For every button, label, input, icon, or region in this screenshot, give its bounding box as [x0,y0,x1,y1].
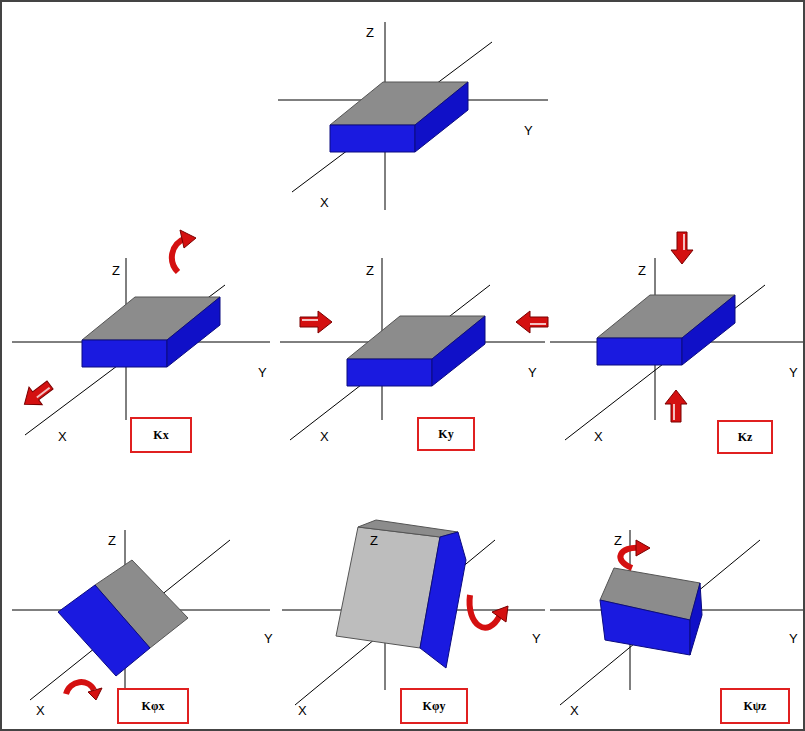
axes [12,22,803,705]
axis-label: X [594,430,603,443]
axis-label: Z [366,26,374,39]
stiffness-symbol: Kz [738,431,753,443]
axis-label: X [58,430,67,443]
axis-label: X [320,430,329,443]
stiffness-label-box: Ky [417,417,475,451]
axis-label: Y [789,632,798,645]
axis-label: Y [264,632,273,645]
block [330,82,468,152]
axis-label: Z [366,264,374,277]
stiffness-symbol: Kφx [142,700,165,712]
axis-label: Y [528,366,537,379]
moment-arrowheads [88,230,650,700]
axis-label: X [570,704,579,717]
stiffness-label-box: Kx [130,417,192,453]
axis-label: Z [370,534,378,547]
axis-label: Z [108,534,116,547]
axis-label: Y [789,366,798,379]
axis-label: Z [614,534,622,547]
axis-label: Y [532,632,541,645]
axis-label: Y [258,366,267,379]
rotated-block-y [336,520,466,668]
block [347,316,485,386]
rotated-block-x [58,560,188,676]
stiffness-label-box: Kψz [720,688,790,724]
stiffness-symbol: Kφy [423,700,446,712]
axis-label: Z [112,264,120,277]
axis-label: X [320,196,329,209]
rotated-block-z [600,568,702,655]
stiffness-symbol: Ky [438,428,453,440]
axis-label: X [36,704,45,717]
stiffness-symbol: Kx [153,429,168,441]
block [597,295,735,365]
axis-label: Z [638,264,646,277]
moment-arrows [66,238,640,694]
stiffness-label-box: Kφy [400,688,468,724]
block [82,297,220,367]
force-arrows [18,232,693,422]
axis-label: Y [524,124,533,137]
stiffness-symbol: Kψz [744,700,767,712]
axis-label: X [298,704,307,717]
stiffness-label-box: Kz [717,420,773,454]
stiffness-label-box: Kφx [117,688,189,724]
